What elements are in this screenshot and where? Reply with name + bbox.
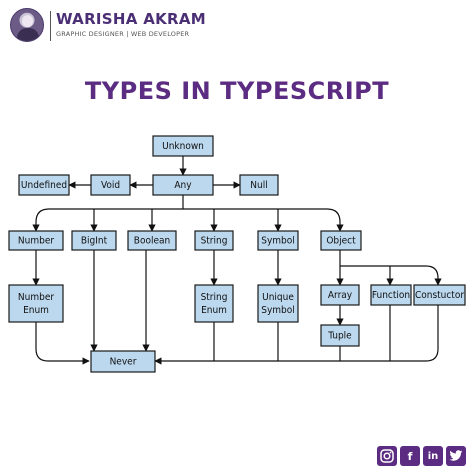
svg-text:Unknown: Unknown (162, 141, 204, 152)
svg-text:Tuple: Tuple (327, 331, 352, 342)
svg-text:Object: Object (326, 236, 356, 247)
svg-text:Symbol: Symbol (261, 305, 295, 316)
node-array: Array (320, 284, 360, 306)
node-constructor: Constuctor (413, 284, 466, 306)
node-function: Function (370, 284, 412, 306)
social-links: f in (377, 446, 466, 466)
edge-bus (35, 208, 341, 223)
node-unknown: Unknown (152, 135, 214, 157)
svg-text:Enum: Enum (201, 305, 227, 316)
svg-text:Number: Number (18, 292, 54, 303)
brand-divider (50, 11, 51, 41)
node-undefined: Undefined (18, 174, 70, 196)
node-boolean: Boolean (127, 230, 177, 251)
facebook-glyph: f (407, 449, 413, 463)
node-void: Void (90, 174, 131, 196)
page-title: TYPES IN TYPESCRIPT (84, 77, 390, 105)
node-string-enum: String Enum (194, 284, 234, 323)
edge-object-constructor (340, 265, 442, 286)
linkedin-icon[interactable]: in (423, 446, 443, 466)
linkedin-glyph: in (427, 450, 439, 462)
svg-text:Void: Void (101, 180, 120, 191)
node-unique-symbol: Unique Symbol (257, 284, 299, 323)
svg-text:Never: Never (110, 357, 137, 368)
node-string: String (194, 230, 234, 251)
svg-text:Symbol: Symbol (261, 236, 295, 247)
node-object: Object (320, 230, 362, 251)
node-number-enum: Number Enum (8, 284, 64, 323)
brand-header: WARISHA AKRAM GRAPHIC DESIGNER | WEB DEV… (10, 8, 250, 44)
svg-text:String: String (201, 292, 228, 303)
svg-text:Null: Null (250, 180, 267, 191)
node-bigint: BigInt (71, 230, 117, 251)
svg-text:Any: Any (174, 180, 192, 191)
node-any: Any (152, 174, 214, 196)
svg-text:BigInt: BigInt (81, 236, 108, 247)
edge-numberenum-never (35, 322, 90, 365)
edge-never-return (154, 305, 439, 365)
svg-text:Undefined: Undefined (21, 180, 67, 191)
node-never: Never (90, 350, 156, 373)
svg-text:Constuctor: Constuctor (415, 290, 464, 301)
twitter-icon[interactable] (446, 446, 466, 466)
instagram-icon[interactable] (377, 446, 397, 466)
node-number: Number (8, 230, 64, 251)
node-null: Null (239, 174, 279, 196)
brand-tagline: GRAPHIC DESIGNER | WEB DEVELOPER (56, 30, 190, 38)
node-tuple: Tuple (320, 324, 360, 347)
brand-name: WARISHA AKRAM (56, 10, 207, 28)
node-symbol: Symbol (257, 230, 299, 251)
svg-text:Enum: Enum (23, 305, 49, 316)
svg-text:Unique: Unique (262, 292, 294, 303)
svg-text:Boolean: Boolean (134, 236, 170, 247)
diagram-edges (32, 156, 442, 365)
svg-text:String: String (201, 236, 228, 247)
svg-text:Array: Array (328, 290, 353, 301)
svg-text:Number: Number (18, 236, 54, 247)
svg-text:Function: Function (372, 290, 410, 301)
facebook-icon[interactable]: f (400, 446, 420, 466)
avatar (10, 8, 44, 42)
